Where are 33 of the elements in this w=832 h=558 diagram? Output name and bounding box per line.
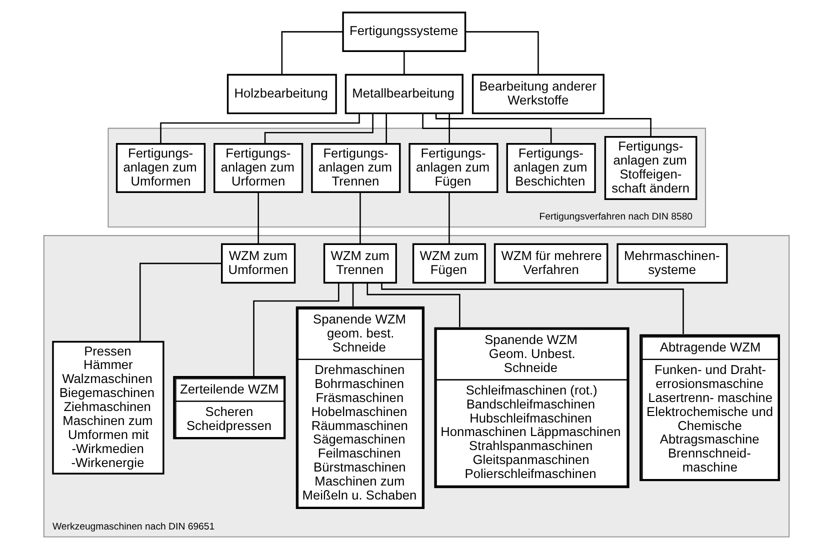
node-box: Bearbeitung anderer Werkstoffe [471, 74, 604, 114]
connector [160, 114, 360, 144]
node-box: WZM zum Fügen [412, 243, 486, 284]
node-box: Fertigungs- anlagen zum Beschichten [506, 143, 596, 193]
node-box: Fertigungs- anlagen zum Trennen [310, 143, 400, 193]
connector [464, 31, 538, 75]
connector [403, 51, 404, 74]
connector [448, 113, 450, 144]
connector [257, 192, 258, 244]
connector [252, 283, 339, 376]
node-box: Fertigungs- anlagen zum Umformen [115, 143, 206, 193]
node-box: Mehrmaschinen- systeme [616, 243, 728, 284]
connector [385, 113, 386, 144]
connector [352, 282, 354, 306]
connector [422, 114, 552, 144]
node-box: Fertigungs- anlagen zum Stoffeigen- schaft ändern [604, 136, 697, 200]
node-box: Holzbearbeitung [226, 74, 336, 114]
node-box: WZM zum Trennen [322, 243, 396, 284]
connector [138, 262, 222, 342]
connector [380, 282, 684, 334]
node-box: Fertigungs- anlagen zum Fügen [408, 143, 498, 193]
node-box: Fertigungs- anlagen zum Urformen [213, 143, 303, 193]
connector [280, 31, 342, 75]
connector [264, 114, 373, 144]
node-box: Metallbearbeitung [344, 74, 463, 114]
node-box: Fertigungssysteme [342, 12, 466, 52]
connector [448, 192, 450, 244]
connector [434, 113, 651, 137]
connector [366, 282, 460, 327]
node-box: WZM für mehrere Verfahren [493, 243, 608, 284]
node-box: Pressen Hämmer Walzmaschinen Biegemaschinen Ziehmaschinen Maschinen zum Umformen mit -Wirkmedien -Wirkenergie [52, 340, 164, 474]
connector [359, 192, 360, 244]
node-box: WZM zum Umformen [220, 243, 296, 284]
